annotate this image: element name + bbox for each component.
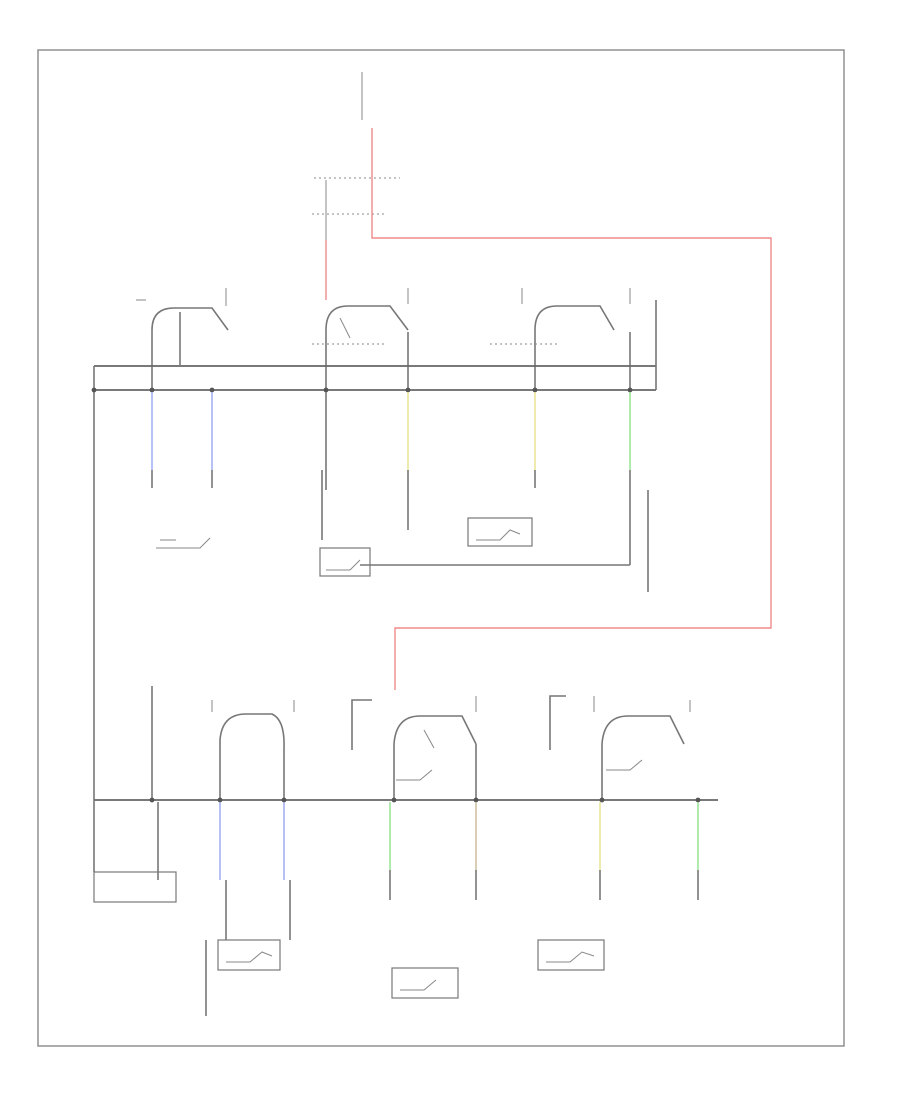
pass-box-right: [537, 939, 605, 971]
pass-box-mid: [391, 967, 459, 999]
passenger-switch-group: [93, 686, 718, 1016]
diagram-frame: [37, 49, 845, 1047]
driver-switch-group: [91, 288, 657, 800]
pass-box-left: [217, 939, 281, 971]
pass-ground-box: [93, 871, 177, 903]
drv-lower-box: [467, 517, 533, 547]
drv-ground-box: [319, 547, 371, 577]
feed-wire-red: [371, 128, 772, 690]
